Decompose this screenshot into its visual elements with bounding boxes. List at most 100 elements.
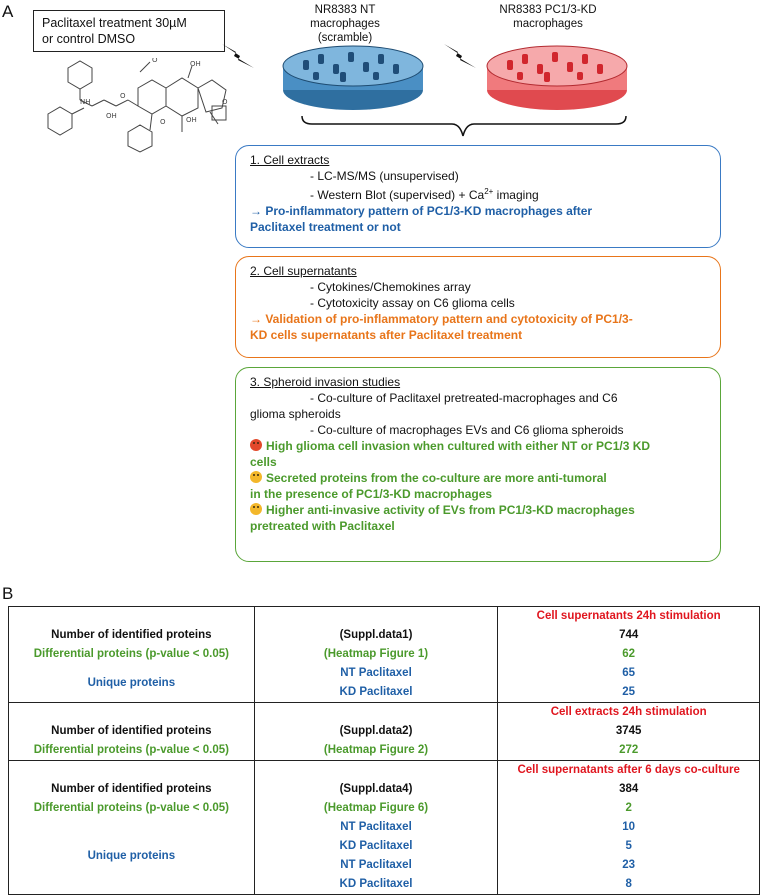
section2-header: Cell extracts 24h stimulation (550, 706, 707, 718)
svg-text:O: O (222, 98, 228, 106)
box3-title: 3. Spheroid invasion studies (250, 375, 401, 389)
svg-text:NH: NH (80, 98, 91, 106)
section1-source-3: KD Paclitaxel (339, 686, 413, 698)
box1-arrow-icon: → (250, 204, 262, 218)
box3-result1: High glioma cell invasion when cultured … (250, 438, 706, 454)
box3-item1: - Co-culture of Paclitaxel pretreated-ma… (310, 391, 618, 405)
box1-item2: - Western Blot (supervised) + Ca2+ imagi… (250, 184, 706, 203)
section2-label-differential: Differential proteins (p-value < 0.05) (33, 744, 229, 756)
table-section-3: Number of identified proteins Differenti… (8, 760, 760, 895)
section3-source-4: NT Paclitaxel (340, 859, 412, 871)
box2-result2: KD cells supernatants after Paclitaxel t… (250, 328, 523, 342)
section3-label-unique: Unique proteins (87, 850, 176, 862)
box3-item1b: glioma spheroids (250, 407, 341, 421)
svg-text:OH: OH (190, 60, 201, 68)
box3-result1b: cells (250, 455, 277, 469)
section1-label-identified: Number of identified proteins (51, 629, 212, 641)
section2-sources: (Suppl.data2) (Heatmap Figure 2) (253, 702, 499, 761)
treatment-line1: Paclitaxel treatment 30µM (42, 16, 187, 30)
box2-item1: - Cytokines/Chemokines array (310, 280, 471, 294)
section3-source-0: (Suppl.data4) (339, 783, 413, 795)
box1-result: → Pro-inflammatory pattern of PC1/3-KD m… (250, 203, 706, 219)
dish-nt-line2: macrophages (310, 18, 380, 30)
section3-value-0: 384 (619, 783, 639, 795)
section3-label-differential: Differential proteins (p-value < 0.05) (33, 802, 229, 814)
section3-sources: (Suppl.data4) (Heatmap Figure 6) NT Pacl… (253, 760, 499, 895)
box3-result3: Higher anti-invasive activity of EVs fro… (250, 502, 706, 518)
box1-result2: Paclitaxel treatment or not (250, 220, 401, 234)
box3-result2b: in the presence of PC1/3-KD macrophages (250, 487, 493, 501)
spheroid-invasion-box: 3. Spheroid invasion studies - Co-cultur… (235, 367, 721, 562)
dish-nt-illustration (282, 45, 424, 110)
smiley-face-icon (250, 471, 262, 483)
section1-source-0: (Suppl.data1) (339, 629, 413, 641)
dish-kd-line2: macrophages (513, 18, 583, 30)
box2-result: → Validation of pro-inflammatory pattern… (250, 311, 706, 327)
brace-connector (301, 115, 627, 137)
dish-kd-illustration (486, 45, 628, 110)
section2-value-1: 272 (619, 744, 639, 756)
lightning-icon (222, 44, 254, 68)
section2-labels: Number of identified proteins Differenti… (8, 702, 255, 761)
box2-arrow-icon: → (250, 312, 262, 326)
box3-item2: - Co-culture of macrophages EVs and C6 g… (310, 423, 624, 437)
section3-labels: Number of identified proteins Differenti… (8, 760, 255, 895)
section1-source-2: NT Paclitaxel (340, 667, 412, 679)
svg-text:O: O (160, 118, 166, 126)
angry-face-icon (250, 439, 262, 451)
table-section-1: Number of identified proteins Differenti… (8, 606, 760, 703)
section2-value-0: 3745 (615, 725, 642, 737)
box2-result-text: Validation of pro-inflammatory pattern a… (265, 312, 633, 326)
section3-header: Cell supernatants after 6 days co-cultur… (517, 764, 740, 776)
cell-extracts-box: 1. Cell extracts - LC-MS/MS (unsupervise… (235, 145, 721, 248)
section3-label-identified: Number of identified proteins (51, 783, 212, 795)
box1-item2a: - Western Blot (supervised) + Ca (310, 188, 485, 202)
svg-text:OH: OH (106, 112, 117, 120)
section1-label-unique: Unique proteins (87, 677, 176, 689)
section1-sources: (Suppl.data1) (Heatmap Figure 1) NT Pacl… (253, 606, 499, 703)
panel-label-a: A (2, 2, 14, 21)
section1-label-differential: Differential proteins (p-value < 0.05) (33, 648, 229, 660)
section3-value-4: 23 (622, 859, 636, 871)
section1-values: Cell supernatants 24h stimulation 744 62… (497, 606, 760, 703)
section1-value-2: 65 (622, 667, 636, 679)
lightning-icon-2 (444, 44, 476, 68)
section1-labels: Number of identified proteins Differenti… (8, 606, 255, 703)
treatment-line2: or control DMSO (42, 32, 136, 46)
section3-source-3: KD Paclitaxel (339, 840, 413, 852)
section3-value-5: 8 (625, 878, 632, 890)
svg-text:OH: OH (186, 116, 197, 124)
box3-r3-text: Higher anti-invasive activity of EVs fro… (266, 503, 635, 517)
box1-result-text: Pro-inflammatory pattern of PC1/3-KD mac… (265, 204, 593, 218)
section2-source-1: (Heatmap Figure 2) (323, 744, 429, 756)
box1-item2b: imaging (493, 188, 539, 202)
box2-title: 2. Cell supernatants (250, 264, 357, 278)
dish-kd-line1: NR8383 PC1/3-KD (499, 4, 597, 16)
cell-supernatants-box: 2. Cell supernatants - Cytokines/Chemoki… (235, 256, 721, 358)
dish-nt-line3: (scramble) (317, 32, 373, 44)
proteomics-summary-table: Number of identified proteins Differenti… (8, 606, 760, 895)
section3-source-1: (Heatmap Figure 6) (323, 802, 429, 814)
smiley-face-icon-2 (250, 503, 262, 515)
section1-value-1: 62 (622, 648, 636, 660)
box1-item2-sup: 2+ (484, 187, 494, 196)
section2-values: Cell extracts 24h stimulation 3745 272 (497, 702, 760, 761)
section2-label-identified: Number of identified proteins (51, 725, 212, 737)
box1-title: 1. Cell extracts (250, 153, 330, 167)
box2-item2: - Cytotoxicity assay on C6 glioma cells (310, 296, 515, 310)
svg-text:O: O (120, 92, 126, 100)
dish-nt-label: NR8383 NT macrophages (scramble) (290, 3, 400, 45)
panel-label-b: B (2, 584, 14, 603)
section1-value-3: 25 (622, 686, 636, 698)
section3-value-1: 2 (625, 802, 632, 814)
box3-r1-text: High glioma cell invasion when cultured … (266, 439, 651, 453)
box3-result3b: pretreated with Paclitaxel (250, 519, 395, 533)
box3-r2-text: Secreted proteins from the co-culture ar… (266, 471, 607, 485)
box3-result2: Secreted proteins from the co-culture ar… (250, 470, 706, 486)
section3-source-5: KD Paclitaxel (339, 878, 413, 890)
section1-header: Cell supernatants 24h stimulation (536, 610, 721, 622)
section3-source-2: NT Paclitaxel (340, 821, 412, 833)
section1-source-1: (Heatmap Figure 1) (323, 648, 429, 660)
box1-item1: - LC-MS/MS (unsupervised) (310, 169, 459, 183)
